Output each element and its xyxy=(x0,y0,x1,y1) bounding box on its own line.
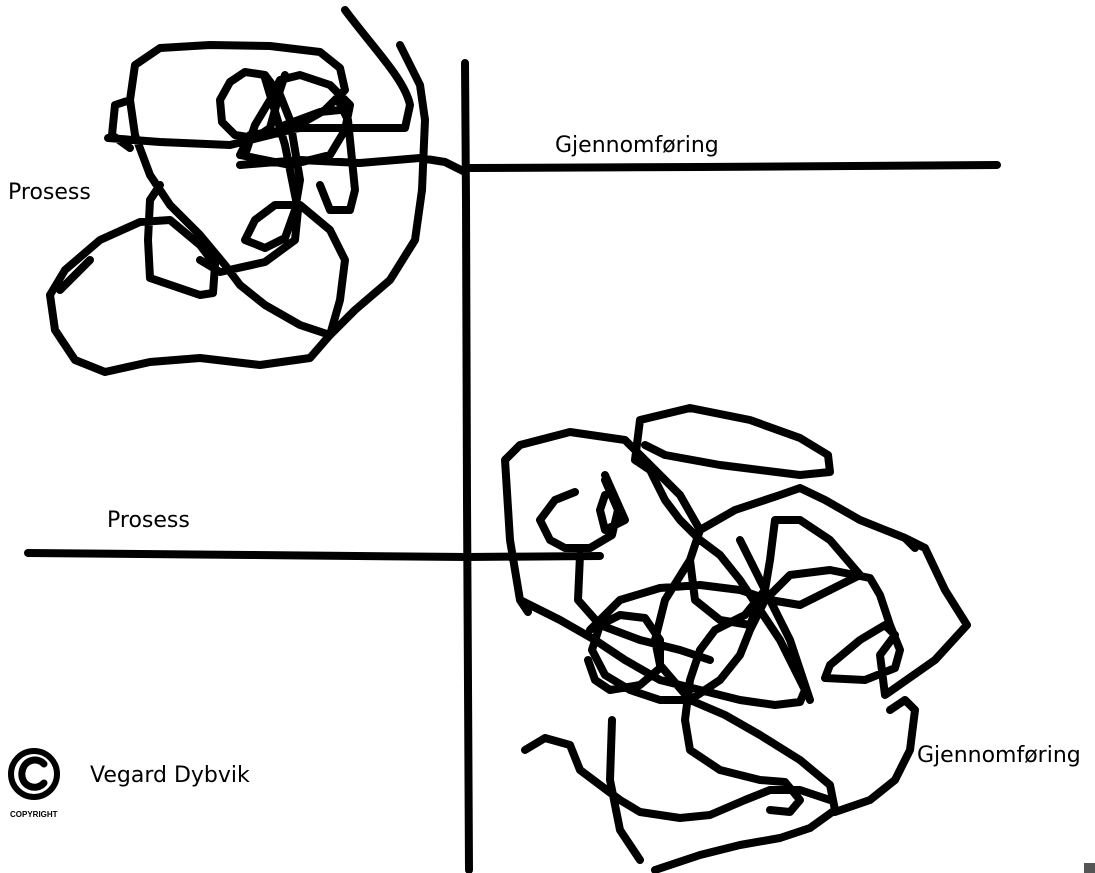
scribble-top-left xyxy=(50,10,465,372)
scribble-bottom-right xyxy=(505,408,967,870)
copyright-word: COPYRIGHT xyxy=(10,810,58,819)
copyright-icon xyxy=(6,742,76,820)
top-vertical-axis-label: Prosess xyxy=(8,182,91,204)
top-horizontal-axis-line xyxy=(470,165,997,168)
corner-mark xyxy=(1084,863,1095,873)
author-name: Vegard Dybvik xyxy=(90,765,250,787)
bottom-right-label: Gjennomføring xyxy=(917,745,1081,767)
top-horizontal-axis-label: Gjennomføring xyxy=(555,135,719,157)
bottom-horizontal-axis-label: Prosess xyxy=(107,510,190,532)
vertical-axis-line xyxy=(465,63,469,870)
